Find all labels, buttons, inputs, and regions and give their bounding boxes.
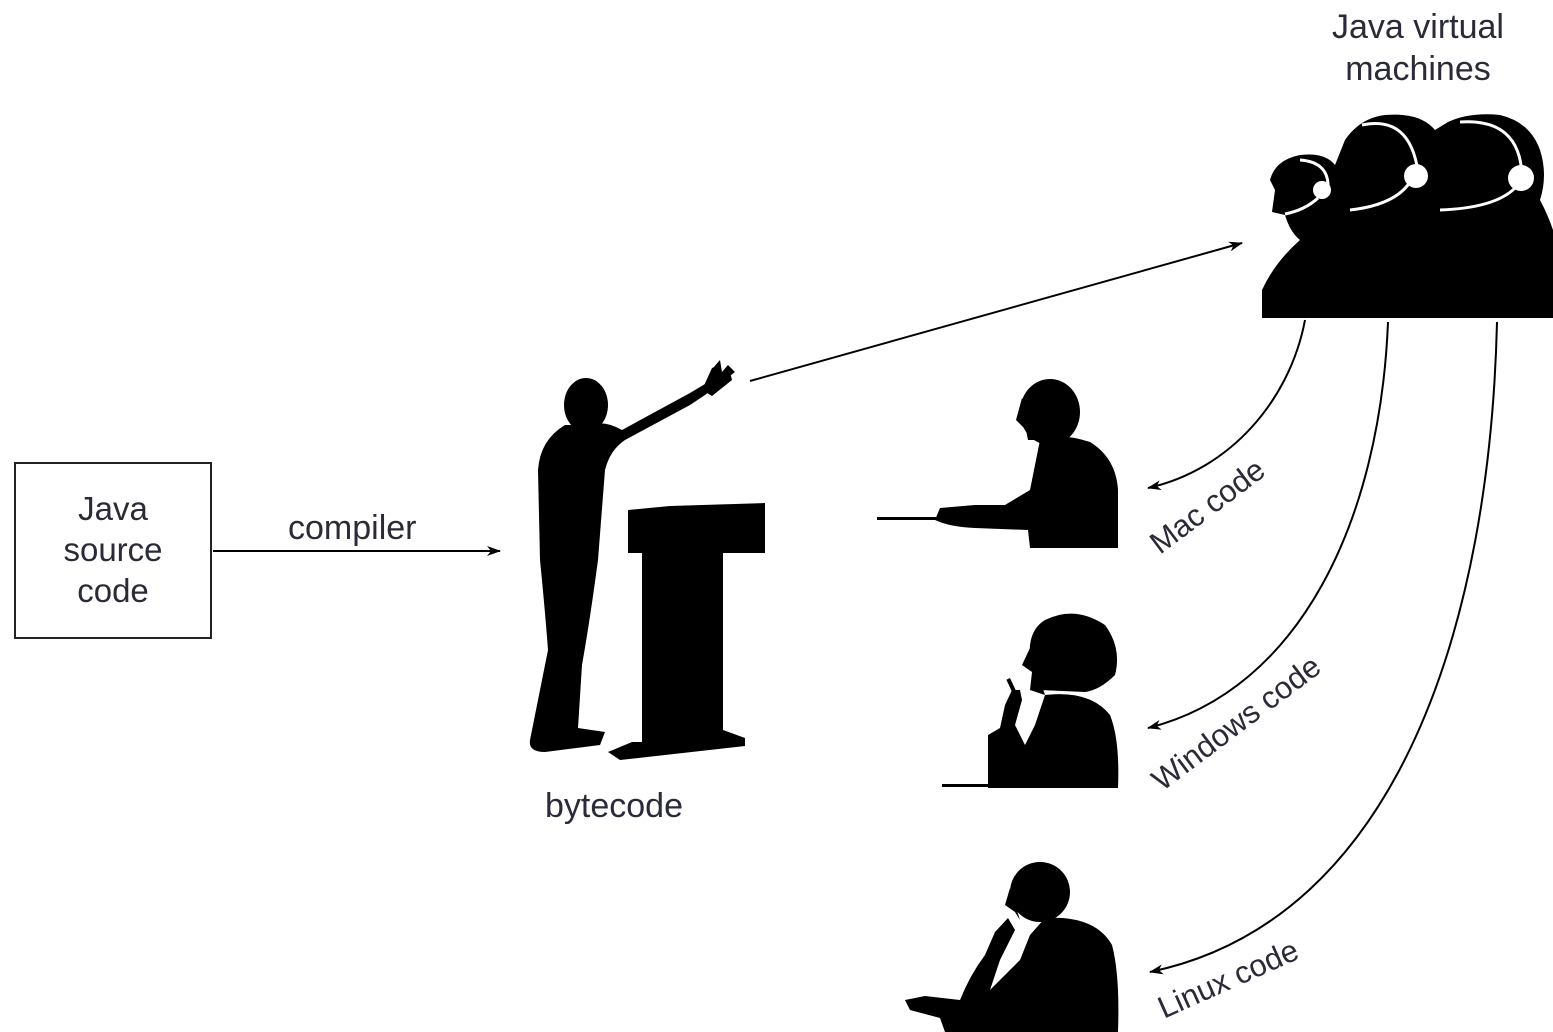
source-code-label: Java source code — [14, 488, 212, 611]
listener-windows-silhouette — [942, 613, 1119, 788]
bytecode-label: bytecode — [545, 787, 683, 825]
compiler-label: compiler — [288, 509, 417, 547]
headset-details — [1284, 120, 1524, 216]
jvm-line-1: Java virtual — [1332, 8, 1504, 46]
mac-arrow — [1147, 319, 1306, 491]
source-line-3: code — [77, 572, 149, 609]
speaker-silhouette — [529, 360, 765, 760]
source-line-2: source — [63, 531, 163, 568]
jvm-line-2: machines — [1345, 50, 1491, 88]
source-line-1: Java — [78, 490, 148, 527]
headset-earpieces — [1313, 164, 1534, 199]
listener-mac-silhouette — [877, 379, 1118, 548]
windows-arrow — [1147, 321, 1389, 730]
listener-linux-silhouette — [905, 862, 1119, 1032]
jvm-label: Java virtual machines — [1318, 6, 1518, 90]
source-code-box — [14, 462, 212, 639]
jvm-silhouettes — [1262, 114, 1553, 318]
bytecode-to-jvm-arrow — [749, 241, 1243, 382]
linux-arrow — [1149, 321, 1498, 975]
